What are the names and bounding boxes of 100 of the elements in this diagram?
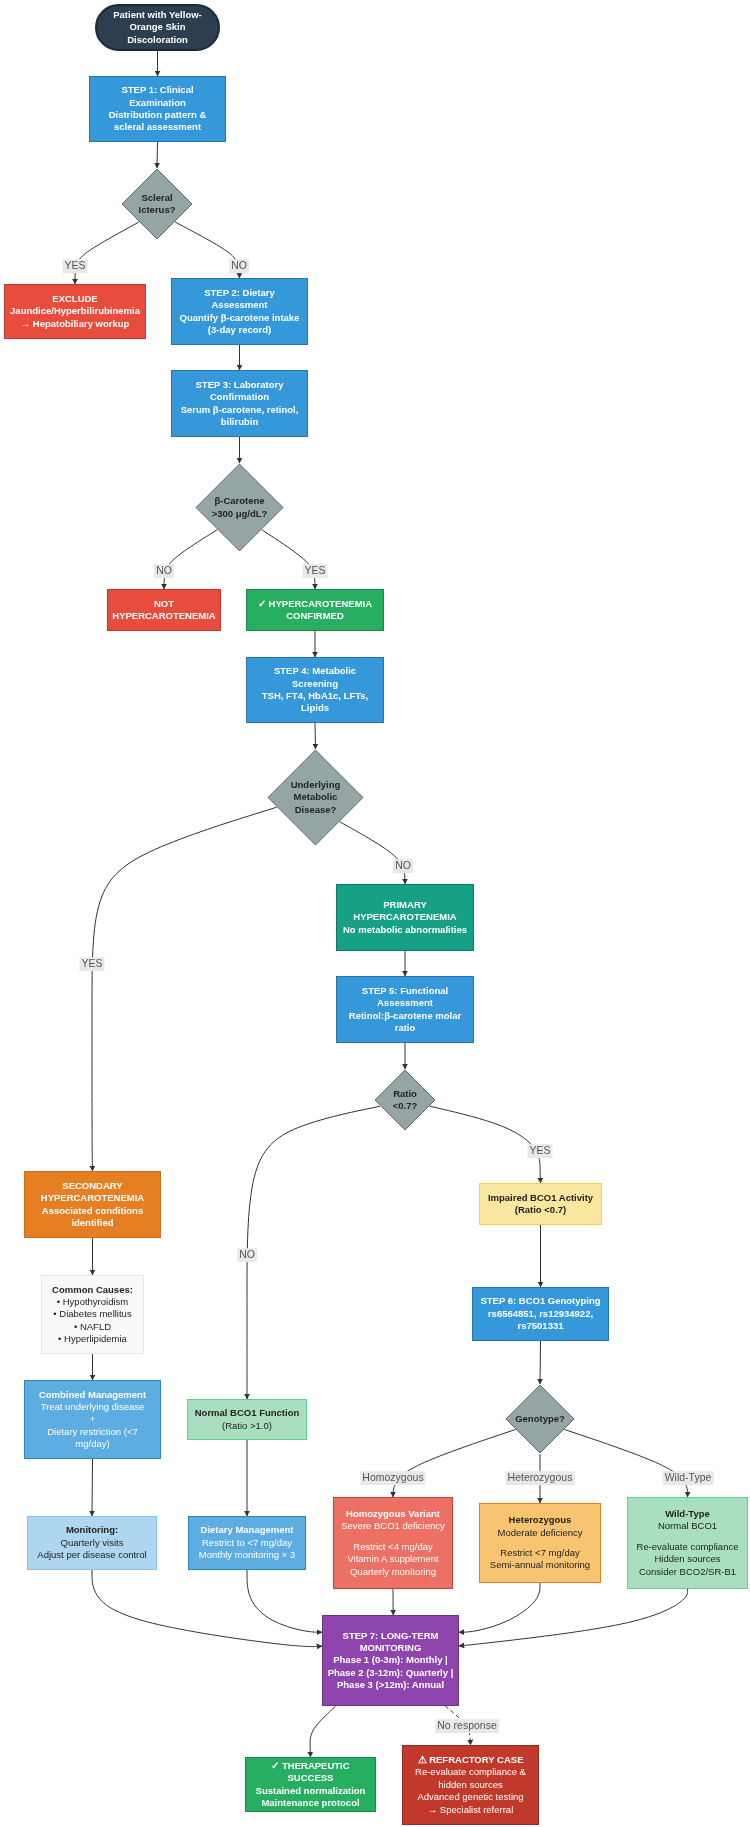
node-text: Re-evaluate compliance & hidden sources [414, 1766, 527, 1792]
decision-diamond [267, 749, 364, 846]
outcome-box [402, 1745, 539, 1825]
node-text: Moderate deficiency [497, 1526, 583, 1539]
node-text: Normal BCO1 [657, 1520, 718, 1533]
node-text: Re-evaluate compliance [636, 1540, 739, 1554]
process-box [336, 976, 474, 1043]
node-heading: Impaired BCO1 Activity [487, 1191, 594, 1204]
node-text: Quarterly visits [60, 1536, 124, 1550]
arrow [402, 1042, 408, 1070]
node-text: → Specialist referral [427, 1803, 514, 1816]
node-heading: Homozygous Variant [346, 1508, 440, 1521]
node-heading: Monitoring: [65, 1524, 119, 1537]
process-box [171, 370, 308, 437]
info-box [41, 1275, 144, 1354]
arrow [246, 1569, 323, 1636]
node-text: • Diabetes mellitus [53, 1308, 132, 1321]
node-text: Adjust per disease control [37, 1549, 147, 1562]
node-text: Restrict <7 mg/day [500, 1547, 580, 1560]
edge-label: NO [237, 1248, 257, 1262]
process-box [322, 1615, 459, 1706]
node-text: Maintenance protocol [261, 1796, 360, 1810]
node-text: Restrict to <7 mg/day [202, 1536, 292, 1550]
arrow [174, 221, 243, 279]
outcome-box [627, 1497, 748, 1589]
process-box [188, 1516, 306, 1570]
process-box [24, 1380, 161, 1459]
node-text: → Hepatobiliary workup [20, 317, 130, 330]
arrow [89, 1353, 96, 1381]
arrow [244, 1439, 250, 1517]
arrow [312, 630, 318, 658]
node-text: Jaundice/Hyperbilirubinemia [10, 305, 140, 318]
node-text: Phase 1 (0-3m): Monthly | Phase 2 (3-12m): Quarterly | Phase 3 (>12m): Annual [327, 1654, 454, 1692]
arrow [444, 1705, 474, 1746]
arrow [312, 722, 319, 750]
arrow [236, 436, 243, 464]
node-text: NOT HYPERCAROTENEMIA [112, 597, 216, 623]
node-text: TSH, FT4, HbA1c, LFTs, Lipids [260, 690, 370, 715]
node-text: Consider BCO2/SR-B1 [638, 1565, 737, 1578]
arrow [458, 1582, 541, 1636]
outcome-box [333, 1497, 453, 1589]
outcome-box [24, 1171, 161, 1238]
arrow [390, 1588, 397, 1616]
arrow [537, 1224, 544, 1288]
arrow [458, 1588, 689, 1649]
node-text: + [89, 1413, 96, 1426]
outcome-box [187, 1399, 307, 1440]
arrow [537, 1340, 544, 1385]
node-heading: Normal BCO1 Function [194, 1407, 300, 1420]
node-text: Serum β-carotene, retinol, bilirubin [179, 403, 300, 429]
node-heading: Heterozygous [508, 1514, 572, 1527]
node-text: • Hypothyroidism [56, 1296, 129, 1309]
node-heading: Common Causes: [52, 1283, 133, 1296]
node-text: • NAFLD [73, 1320, 112, 1333]
node-heading: Wild-Type [665, 1508, 710, 1521]
node-heading: SECONDARY HYPERCAROTENEMIA [39, 1179, 146, 1205]
decision-diamond [505, 1384, 575, 1454]
outcome-box [245, 1757, 376, 1812]
node-text: (Ratio >1.0) [222, 1419, 272, 1432]
decision-diamond [195, 463, 284, 552]
process-box [472, 1287, 609, 1341]
node-text: • Hyperlipidemia [58, 1333, 127, 1346]
edge-label: NO [229, 259, 249, 273]
node-heading: STEP 7: LONG-TERM MONITORING [341, 1629, 440, 1655]
node-text: Semi-annual monitoring [489, 1559, 591, 1572]
arrow [390, 1429, 516, 1498]
edge-label: No response [435, 1719, 499, 1733]
edge-label: Homozygous [360, 1471, 426, 1485]
node-heading: ✓ THERAPEUTIC SUCCESS [270, 1759, 351, 1785]
node-text: Dietary restriction (<7 mg/day) [46, 1425, 139, 1451]
node-heading: STEP 1: Clinical Examination [120, 84, 195, 109]
node-text: Genotype? [515, 1412, 565, 1426]
decision-diamond [121, 168, 193, 240]
edge-label: Heterozygous [505, 1471, 575, 1485]
node-text: Monthly monitoring × 3 [198, 1549, 296, 1562]
process-box [89, 76, 226, 142]
edge-label: YES [62, 259, 88, 273]
node-text: Patient with Yellow-Orange Skin Discoloration [112, 9, 203, 46]
node-heading: STEP 5: Functional Assessment [360, 984, 450, 1010]
node-heading: STEP 6: BCO1 Genotyping [480, 1295, 601, 1308]
node-text: Severe BCO1 deficiency [341, 1520, 445, 1533]
edge-label: YES [302, 564, 328, 578]
node-heading: ⚠ REFRACTORY CASE [417, 1754, 524, 1767]
arrow [161, 529, 218, 590]
node-heading: EXCLUDE [52, 293, 98, 306]
outcome-box [336, 884, 474, 951]
node-text: Retinol:β-carotene molar ratio [347, 1009, 463, 1035]
node-heading: STEP 2: Dietary Assessment [203, 286, 276, 312]
node-text: ✓ HYPERCAROTENEMIA CONFIRMED [256, 597, 374, 623]
node-text: Hidden sources [654, 1553, 721, 1566]
arrow [89, 1237, 96, 1276]
edge-label: YES [527, 1144, 553, 1158]
node-heading: Dietary Management [200, 1524, 294, 1537]
edge-label: NO [393, 859, 413, 873]
outcome-box [479, 1183, 602, 1225]
node-text: Vitamin A supplement [347, 1553, 439, 1566]
node-text: Associated conditions identified [40, 1204, 145, 1230]
process-box [246, 657, 384, 723]
node-text: Advanced genetic testing [417, 1791, 524, 1804]
arrow [244, 1105, 381, 1400]
